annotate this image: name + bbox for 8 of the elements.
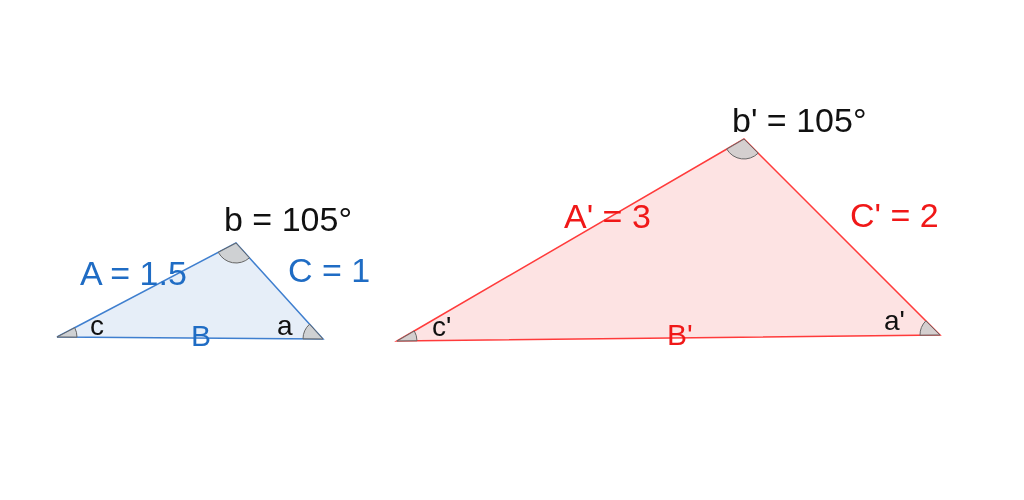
angle-label: c' — [432, 313, 452, 341]
angle-label: b = 105° — [224, 202, 352, 236]
angle-label: c — [90, 312, 104, 340]
angle-label: a — [277, 312, 293, 340]
side-label: C = 1 — [288, 253, 371, 287]
angle-label: a' — [884, 307, 905, 335]
angle-label: b' = 105° — [732, 103, 867, 137]
side-label: C' = 2 — [850, 198, 939, 232]
